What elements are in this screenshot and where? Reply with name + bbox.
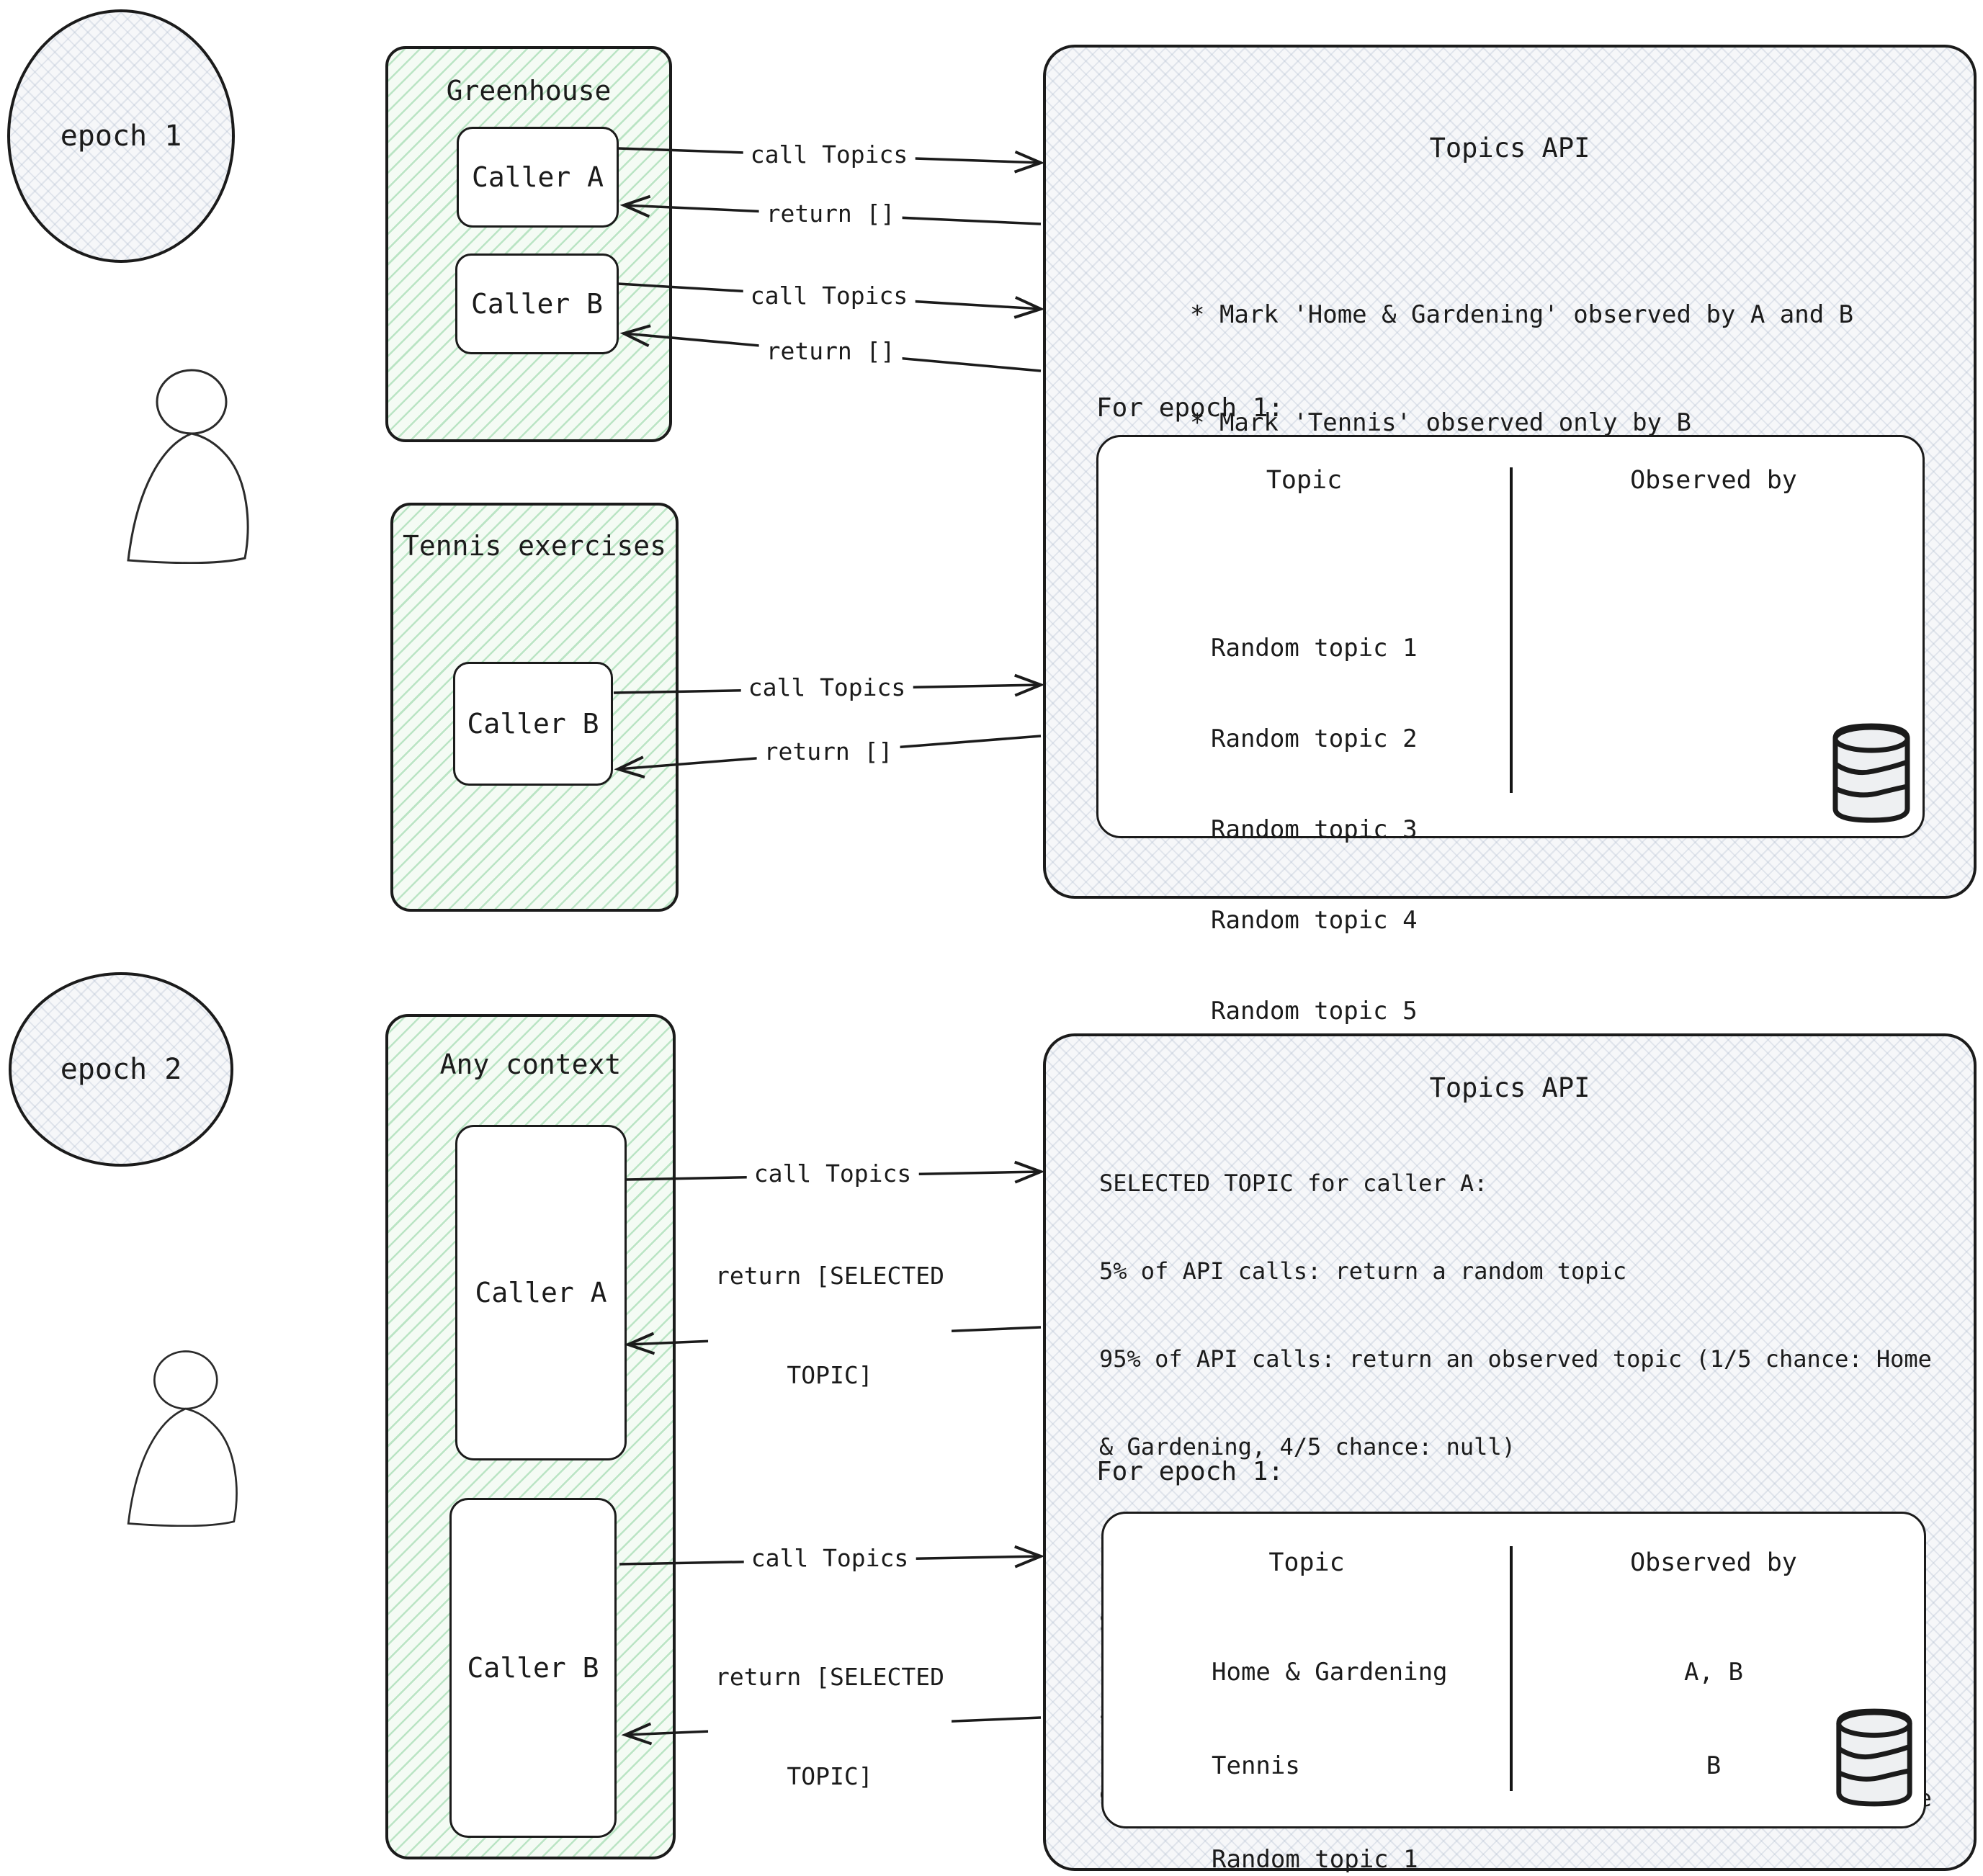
context-any-title: Any context	[439, 1049, 622, 1080]
epoch1-badge-label: epoch 1	[60, 120, 182, 153]
topic-rows-1: Random topic 1 Random topic 2 Random top…	[1211, 574, 1418, 1085]
topics-api-box-epoch1: Topics API * Mark 'Home & Gardening' obs…	[1043, 45, 1977, 1025]
greenhouse-caller-a-label: Caller A	[471, 161, 604, 193]
observed-rows-2: A, B B	[1512, 1597, 1915, 1841]
any-context-caller-b: Caller B	[449, 1498, 617, 1838]
column-divider-1	[1510, 467, 1513, 793]
arrow-label-return-b2: return [SELECTED TOPIC]	[708, 1593, 952, 1861]
table-row: A, B	[1684, 1658, 1743, 1687]
arrow-label-call-tennis: call Topics	[740, 670, 913, 706]
observed-topics-table-1: Topic Observed by Random topic 1 Random …	[1096, 435, 1925, 1025]
arrow-label-call-b2: call Topics	[743, 1540, 916, 1576]
any-context-caller-b-label: Caller B	[467, 1652, 599, 1684]
observed-column-header-2: Observed by	[1630, 1548, 1797, 1577]
database-icon	[1836, 1708, 1912, 1807]
topics-api-box-epoch2: Topics API SELECTED TOPIC for caller A: …	[1043, 1033, 1977, 1876]
any-context-caller-a-label: Caller A	[475, 1277, 607, 1309]
rule-line: SELECTED TOPIC for caller A:	[1099, 1170, 1488, 1197]
table-row: Home & Gardening	[1212, 1658, 1448, 1687]
epoch2-badge-label: epoch 2	[60, 1053, 182, 1086]
rule-line: 5% of API calls: return a random topic	[1099, 1257, 1627, 1285]
arrow-label-return-b2-line2: TOPIC]	[787, 1762, 873, 1790]
table-row: Random topic 1	[1212, 1845, 1418, 1874]
context-tennis: Tennis exercises Caller B	[390, 503, 679, 912]
topic-rows-2: Home & Gardening Tennis Random topic 1 R…	[1212, 1597, 1448, 1876]
arrow-label-return-a2-line1: return [SELECTED	[715, 1262, 944, 1290]
table-row: B	[1706, 1751, 1722, 1780]
tennis-caller-b: Caller B	[453, 662, 613, 786]
topic-column-header-2: Topic	[1268, 1548, 1345, 1577]
arrow-label-call-b1: call Topics	[743, 278, 916, 314]
observed-topics-table-2: Topic Observed by Home & Gardening Tenni…	[1101, 1512, 1926, 1874]
arrow-label-return-a1: return []	[758, 196, 903, 232]
table-row: Random topic 4	[1211, 906, 1418, 935]
table-row: Tennis	[1212, 1751, 1300, 1780]
epoch1-badge: epoch 1	[7, 9, 235, 263]
table-row: Random topic 3	[1211, 815, 1418, 844]
for-epoch-label-1: For epoch 1:	[1096, 393, 1284, 423]
context-any: Any context Caller A Caller B	[385, 1014, 676, 1859]
user-icon	[127, 369, 249, 564]
greenhouse-caller-b-label: Caller B	[470, 288, 604, 320]
arrow-label-return-b2-line1: return [SELECTED	[715, 1663, 944, 1691]
tennis-caller-b-label: Caller B	[467, 708, 599, 740]
greenhouse-caller-a: Caller A	[457, 127, 619, 228]
for-epoch-label-2: For epoch 1:	[1096, 1457, 1284, 1486]
greenhouse-caller-b: Caller B	[455, 253, 619, 354]
user-icon	[127, 1350, 238, 1527]
api-note-2: * Mark 'Tennis' observed only by B	[1190, 408, 1691, 437]
arrow-label-return-tennis: return []	[756, 734, 900, 770]
table-row: Random topic 1	[1211, 634, 1418, 663]
context-greenhouse-title: Greenhouse	[446, 75, 612, 107]
epoch2-badge: epoch 2	[9, 972, 233, 1167]
arrow-label-call-a1: call Topics	[743, 137, 916, 173]
arrow-label-return-a2: return [SELECTED TOPIC]	[708, 1192, 952, 1460]
context-tennis-title: Tennis exercises	[402, 530, 667, 562]
topics-api-title-1: Topics API	[1429, 133, 1590, 163]
any-context-caller-a: Caller A	[455, 1125, 627, 1460]
arrow-label-call-a2: call Topics	[746, 1156, 919, 1192]
column-divider-2	[1510, 1546, 1513, 1791]
arrow-label-return-b1: return []	[758, 333, 903, 369]
arrow-label-return-a2-line2: TOPIC]	[787, 1361, 873, 1389]
topics-api-title-2: Topics API	[1429, 1072, 1590, 1103]
rule-line: & Gardening, 4/5 chance: null)	[1099, 1433, 1516, 1460]
rule-line: 95% of API calls: return an observed top…	[1099, 1345, 1932, 1373]
database-icon	[1832, 723, 1910, 823]
rule-line: & Gardening, 1/5 chance: Tennis, 3/5 cha…	[1099, 1870, 1932, 1876]
context-greenhouse: Greenhouse Caller A Caller B	[385, 46, 672, 442]
api-note-1: * Mark 'Home & Gardening' observed by A …	[1190, 300, 1854, 329]
observed-column-header-1: Observed by	[1630, 466, 1797, 495]
table-row: Random topic 5	[1211, 997, 1418, 1025]
topic-column-header-1: Topic	[1266, 466, 1343, 495]
api-notes: * Mark 'Home & Gardening' observed by A …	[1190, 225, 1853, 513]
table-row: Random topic 2	[1211, 724, 1418, 753]
